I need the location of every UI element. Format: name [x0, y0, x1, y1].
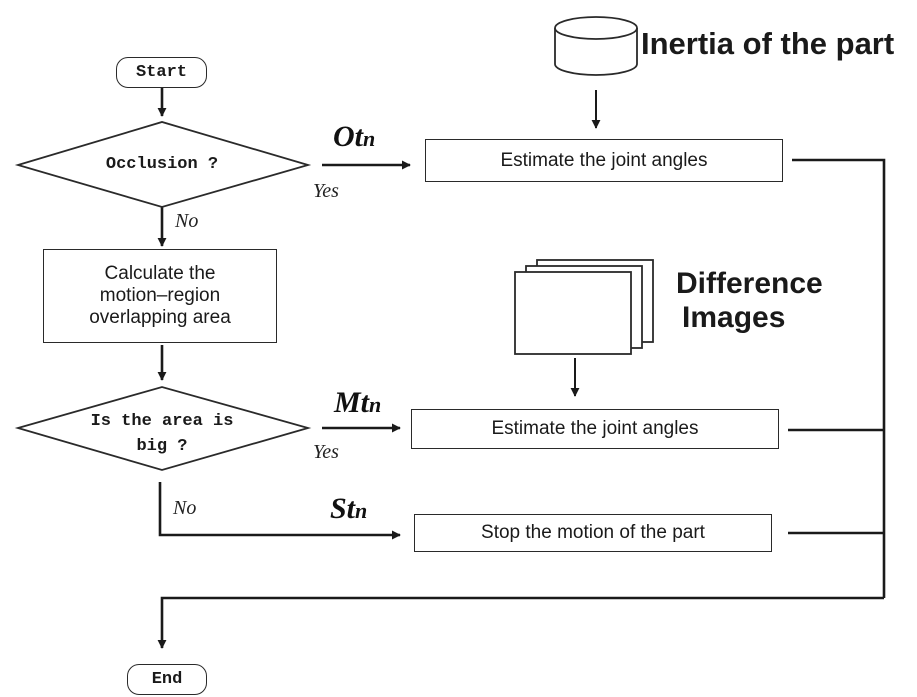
yes-label-area: Yes: [313, 441, 339, 463]
estimate-joint-angles-box-2: Estimate the joint angles: [411, 409, 779, 449]
mtn-sub: n: [369, 392, 382, 417]
start-label: Start: [135, 63, 187, 82]
occlusion-question: Occlusion ?: [105, 155, 219, 174]
image-stack-icon: [514, 259, 654, 355]
difference-label-line-1: Difference: [676, 267, 823, 300]
otn-label: Otn: [333, 120, 375, 154]
arrow-stn: [158, 482, 401, 540]
otn-sub: n: [363, 126, 376, 151]
calc-overlap-box: Calculate the motion–region overlapping …: [43, 249, 277, 343]
inertia-label: Inertia of the part: [641, 26, 895, 61]
collector-line: [792, 158, 886, 598]
arrow-to-end: [157, 596, 884, 649]
area-question-line-1: Is the area is: [90, 412, 234, 431]
end-terminal: End: [127, 664, 207, 695]
calc-line-2: motion–region: [99, 285, 221, 306]
calc-line-1: Calculate the: [104, 263, 216, 284]
mtn-label: Mtn: [334, 386, 381, 420]
calc-line-3: overlapping area: [89, 307, 231, 328]
occlusion-diamond: [14, 121, 312, 208]
no-label-occlusion: No: [175, 210, 199, 232]
estimate-label-1: Estimate the joint angles: [500, 149, 708, 171]
stn-letter: St: [330, 492, 356, 525]
estimate-joint-angles-box-1: Estimate the joint angles: [425, 139, 783, 182]
stop-label: Stop the motion of the part: [481, 522, 705, 543]
stn-label: Stn: [330, 492, 367, 526]
difference-label-line-2: Images: [682, 301, 786, 334]
end-label: End: [151, 670, 183, 689]
area-question-line-2: big ?: [136, 437, 188, 456]
yes-label-occlusion: Yes: [313, 180, 339, 202]
stn-sub: n: [355, 498, 368, 523]
estimate-label-2: Estimate the joint angles: [491, 418, 699, 439]
area-diamond: [14, 386, 312, 471]
database-cylinder-icon: [554, 16, 638, 76]
mtn-letter: Mt: [334, 386, 370, 419]
stop-motion-box: Stop the motion of the part: [414, 514, 772, 552]
start-terminal: Start: [116, 57, 207, 88]
no-label-area: No: [173, 497, 197, 519]
otn-letter: Ot: [333, 120, 363, 153]
